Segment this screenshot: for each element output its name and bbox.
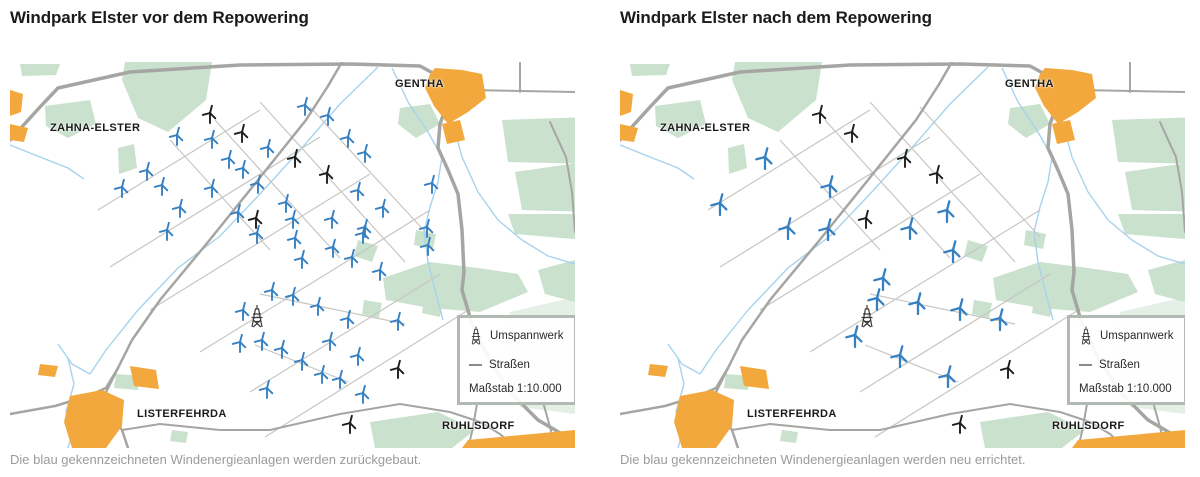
- umspannwerk-icon: [469, 326, 483, 346]
- page-title-after: Windpark Elster nach dem Repowering: [620, 8, 932, 27]
- town-label: RUHLSDORF: [1052, 420, 1125, 432]
- map-canvas-before: [10, 62, 575, 448]
- town-label: ZAHNA-ELSTER: [50, 122, 141, 134]
- town-label: ZAHNA-ELSTER: [660, 122, 751, 134]
- legend-scale-label: Maßstab 1:10.000: [1079, 383, 1172, 395]
- caption-after: Die blau gekennzeichneten Windenergieanl…: [620, 452, 1026, 467]
- town-label: LISTERFEHRDA: [137, 408, 227, 420]
- legend-scale-label: Maßstab 1:10.000: [469, 383, 562, 395]
- legend-row-strassen: Straßen: [469, 359, 565, 371]
- town-label: GENTHA: [395, 78, 444, 90]
- legend-row-umspannwerk: Umspannwerk: [1079, 326, 1175, 346]
- road-line-icon: [469, 363, 482, 366]
- legend-row-strassen: Straßen: [1079, 359, 1175, 371]
- road-line-icon: [1079, 363, 1092, 366]
- page-title-before: Windpark Elster vor dem Repowering: [10, 8, 309, 27]
- legend-umspannwerk-label: Umspannwerk: [490, 330, 564, 342]
- umspannwerk-icon: [1079, 326, 1093, 346]
- map-legend: Umspannwerk Straßen Maßstab 1:10.000: [457, 315, 575, 405]
- legend-strassen-label: Straßen: [489, 358, 530, 371]
- panel-before: Windpark Elster vor dem Repowering ZAHNA…: [10, 0, 575, 477]
- legend-row-umspannwerk: Umspannwerk: [469, 326, 565, 346]
- legend-strassen-label: Straßen: [1099, 358, 1140, 371]
- map-legend: Umspannwerk Straßen Maßstab 1:10.000: [1067, 315, 1185, 405]
- panel-after: Windpark Elster nach dem Repowering ZAHN…: [620, 0, 1185, 477]
- town-label: GENTHA: [1005, 78, 1054, 90]
- town-label: RUHLSDORF: [442, 420, 515, 432]
- legend-umspannwerk-label: Umspannwerk: [1100, 330, 1174, 342]
- caption-before: Die blau gekennzeichneten Windenergieanl…: [10, 452, 422, 467]
- town-label: LISTERFEHRDA: [747, 408, 837, 420]
